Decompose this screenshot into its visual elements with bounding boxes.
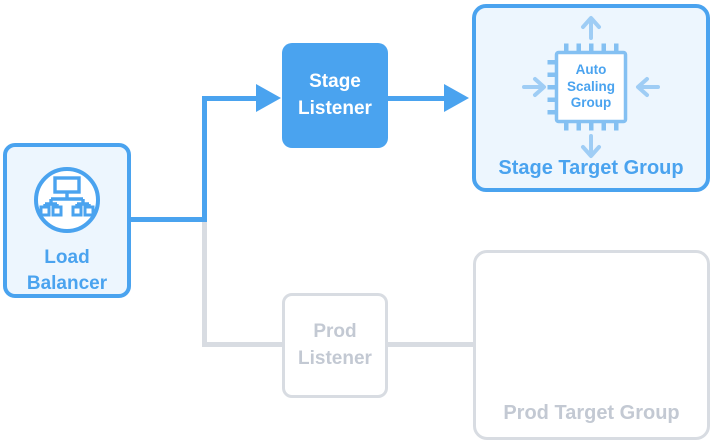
load-balancer-label: Load Balancer <box>26 247 108 294</box>
connector-prod-listener-to-target-group <box>388 342 473 347</box>
connector-loadbalancer-horizontal <box>129 217 207 222</box>
connector-stage-listener-to-target-group <box>387 96 444 101</box>
cpu-chip-with-scale-arrows-icon <box>522 16 660 158</box>
stage-listener-label: Stage Listener <box>298 70 372 119</box>
node-stage-target-group: Auto Scaling Group Stage Target Group <box>472 4 710 192</box>
prod-target-group-label: Prod Target Group <box>503 402 680 424</box>
node-prod-target-group: Prod Target Group <box>473 250 710 440</box>
connector-to-stage-listener <box>204 96 257 101</box>
connector-prod-vertical <box>202 222 207 343</box>
scale-up-arrow-icon <box>581 16 601 40</box>
load-balancer-network-icon <box>32 165 102 235</box>
scale-down-arrow-icon <box>581 134 601 158</box>
connector-stage-vertical <box>202 96 207 222</box>
prod-listener-label: Prod Listener <box>298 320 372 369</box>
node-load-balancer: Load Balancer <box>3 143 131 298</box>
auto-scaling-group-label: Auto Scaling Group <box>566 61 615 111</box>
stage-target-group-label: Stage Target Group <box>498 157 684 179</box>
scale-in-right-arrow-icon <box>636 77 660 97</box>
arrowhead-into-stage-target-group-icon <box>444 84 469 112</box>
node-prod-listener: Prod Listener <box>282 293 388 398</box>
scale-in-left-arrow-icon <box>522 77 546 97</box>
arrowhead-into-stage-listener-icon <box>256 84 281 112</box>
connector-to-prod-listener <box>202 342 282 347</box>
node-stage-listener: Stage Listener <box>282 43 388 148</box>
